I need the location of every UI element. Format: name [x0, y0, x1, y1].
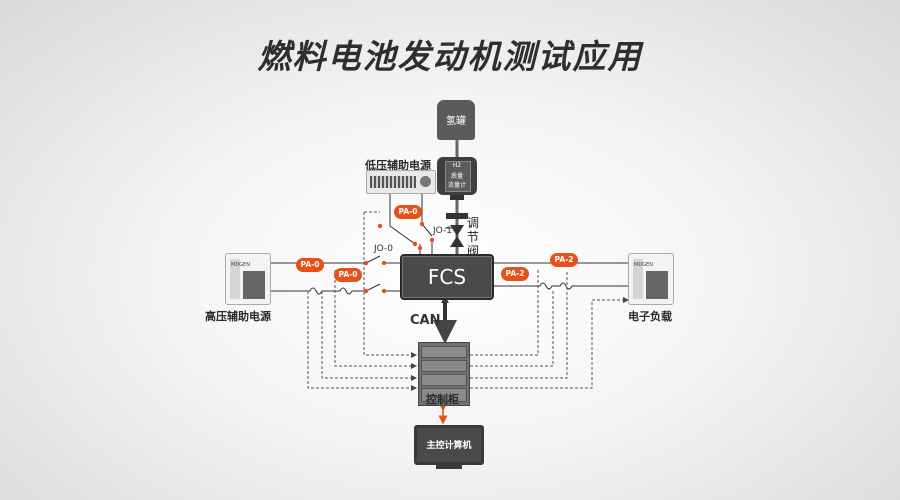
cabinet-shelf [421, 346, 467, 358]
hv-panel [243, 271, 265, 299]
load-screen [633, 259, 643, 299]
flow-meter-foot [446, 213, 468, 219]
electronic-load: MDGEN [628, 253, 674, 305]
can-bus-link [433, 296, 457, 344]
cabinet-shelf [421, 388, 467, 402]
lv-front-panel [370, 176, 416, 188]
control-signal-lines [307, 211, 629, 391]
pa2-badge-inner: PA-2 [501, 267, 529, 281]
cabinet-shelf [421, 374, 467, 386]
hydrogen-tank: 氢罐 [437, 100, 475, 140]
fcs-label: FCS [427, 265, 467, 289]
flow-meter-label-3: 流量计 [447, 182, 466, 189]
flow-meter-label-2: 质量 [450, 173, 463, 180]
cabinet-shelf [421, 360, 467, 372]
electronic-load-label: 电子负载 [628, 310, 672, 323]
flow-meter-display [445, 161, 471, 192]
control-cabinet-label: 控制柜 [426, 393, 459, 406]
host-computer: 主控计算机 [414, 425, 484, 465]
page-title: 燃料电池发动机测试应用 [257, 37, 643, 76]
hv-screen [230, 259, 240, 299]
fcs-unit: FCS [400, 254, 494, 300]
switch-label-jo1: JO-1 [433, 226, 452, 236]
hydrogen-tank-label: 氢罐 [446, 116, 466, 127]
computer-stand [436, 465, 462, 469]
load-panel [646, 271, 668, 299]
pa2-badge-outer: PA-2 [550, 253, 578, 267]
high-voltage-supply: MDGEN [225, 253, 271, 305]
can-label: CAN [410, 313, 441, 328]
mass-flow-meter: H2 质量 流量计 [437, 157, 477, 195]
switch-contacts [363, 221, 435, 294]
control-cabinet [418, 342, 470, 406]
flow-meter-label-1: H2 [452, 162, 462, 169]
lv-knob [420, 176, 431, 187]
lv-supply-lines [389, 192, 433, 256]
pa0-badge-hv-bottom: PA-0 [334, 268, 362, 282]
regulating-valve-label: 调节阀 [466, 216, 479, 258]
pa0-badge-hv-top: PA-0 [296, 258, 324, 272]
hv-brand: MDGEN [231, 262, 250, 268]
pa0-badge-lv: PA-0 [394, 205, 422, 219]
regulating-valve-symbol [445, 225, 464, 247]
flow-meter-base [450, 195, 464, 200]
low-voltage-supply [366, 170, 436, 194]
high-voltage-supply-label: 高压辅助电源 [205, 310, 271, 323]
low-voltage-supply-label: 低压辅助电源 [365, 159, 431, 172]
switch-label-jo0: JO-0 [374, 244, 393, 254]
host-computer-label: 主控计算机 [426, 441, 472, 451]
load-brand: MDGEN [634, 262, 653, 268]
